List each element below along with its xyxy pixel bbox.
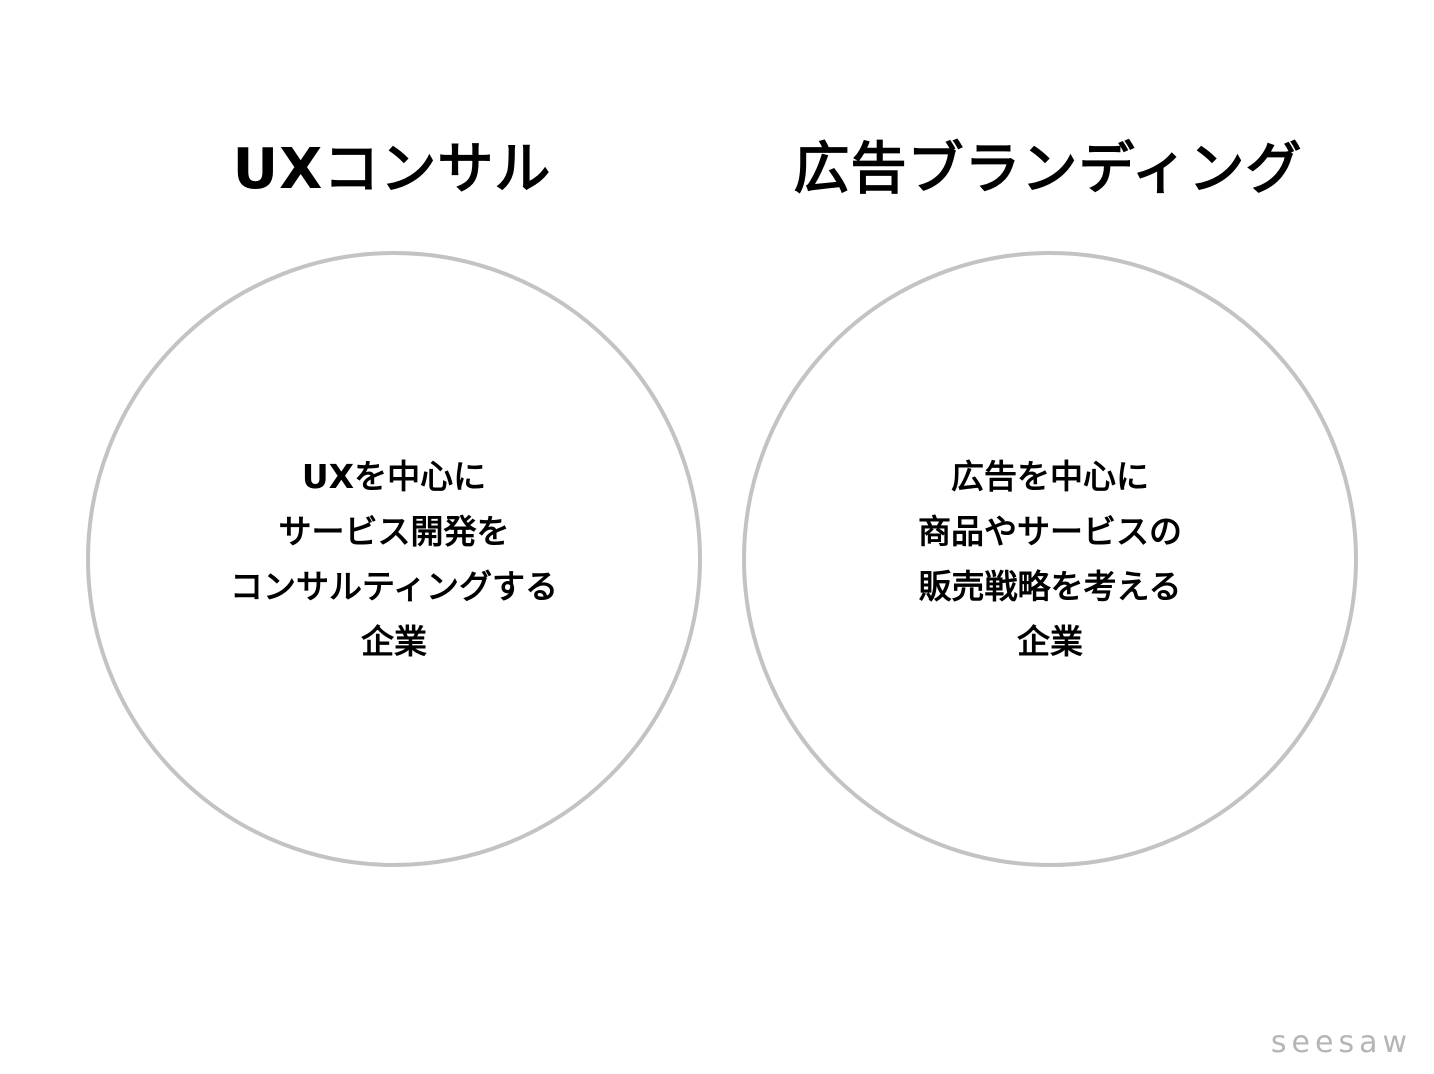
ux-description-line-2: サービス開発を [278, 512, 510, 551]
ux-consulting-title: UXコンサル [232, 137, 552, 202]
ad-description-line-3: 販売戦略を考える [918, 567, 1182, 606]
ux-description-line-4: 企業 [361, 622, 427, 661]
ux-description-line-3: コンサルティングする [229, 567, 559, 606]
ad-branding-circle: 広告を中心に 商品やサービスの 販売戦略を考える 企業 [742, 251, 1358, 867]
ad-description-line-1: 広告を中心に [951, 457, 1149, 496]
ad-branding-description: 広告を中心に 商品やサービスの 販売戦略を考える 企業 [746, 255, 1354, 863]
ad-description-line-2: 商品やサービスの [918, 512, 1182, 551]
ux-consulting-circle: UXを中心に サービス開発を コンサルティングする 企業 [86, 251, 702, 867]
ad-branding-title: 広告ブランディング [793, 137, 1303, 202]
ux-description-line-1: UXを中心に [301, 457, 487, 496]
seesaw-logo: seesaw [1270, 1025, 1412, 1060]
ux-consulting-description: UXを中心に サービス開発を コンサルティングする 企業 [90, 255, 698, 863]
ad-description-line-4: 企業 [1017, 622, 1083, 661]
